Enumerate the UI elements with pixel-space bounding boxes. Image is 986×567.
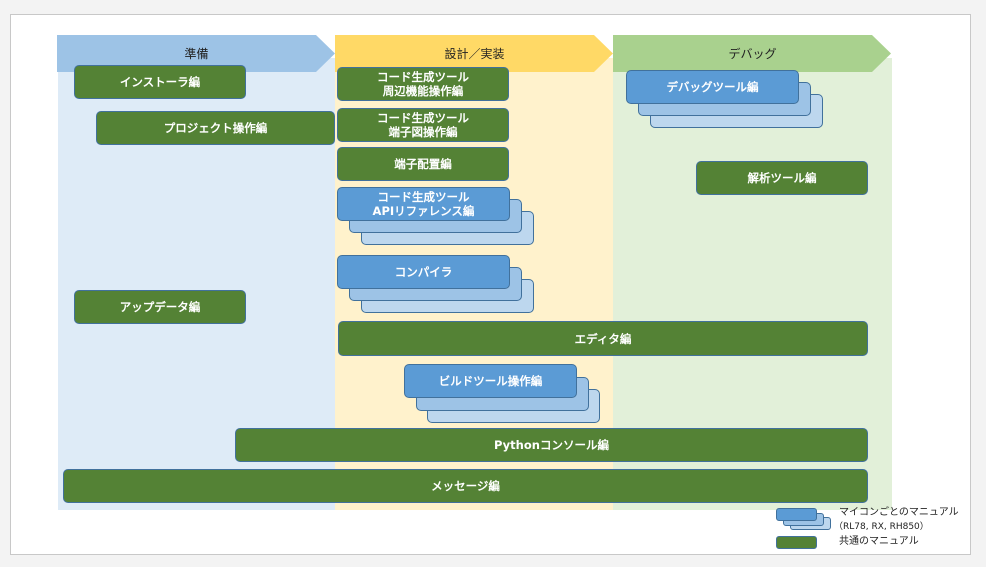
manual-installer[interactable]: インストーラ編 xyxy=(74,65,246,99)
manual-pin-configuration[interactable]: 端子配置編 xyxy=(337,147,509,181)
phase-label: デバッグ xyxy=(728,47,777,61)
legend-per-mcu-label: マイコンごとのマニュアル xyxy=(839,507,959,518)
manual-editor[interactable]: エディタ編 xyxy=(338,321,868,356)
chevron-shape xyxy=(57,35,335,72)
manual-message[interactable]: メッセージ編 xyxy=(63,469,868,503)
manual-updater[interactable]: アップデータ編 xyxy=(74,290,246,324)
manual-analysis-tool[interactable]: 解析ツール編 xyxy=(696,161,868,195)
phase-label: 準備 xyxy=(184,47,209,61)
legend-common-label: 共通のマニュアル xyxy=(839,536,919,547)
phase-design-implementation: 設計／実装 xyxy=(335,35,614,72)
manual-compiler[interactable]: コンパイラ xyxy=(337,255,510,289)
diagram-frame: 準備 設計／実装 デバッグ インストーラ編 プロジェクト操作編 アップデータ編 … xyxy=(10,14,971,555)
phase-label: 設計／実装 xyxy=(444,47,505,61)
legend-swatch-per-mcu xyxy=(776,508,817,521)
legend-swatch-common xyxy=(776,536,817,549)
manual-python-console[interactable]: Pythonコンソール編 xyxy=(235,428,868,462)
chevron-shape xyxy=(613,35,891,72)
chevron-shape xyxy=(335,35,613,72)
manual-project[interactable]: プロジェクト操作編 xyxy=(96,111,335,145)
manual-build-tool[interactable]: ビルドツール操作編 xyxy=(404,364,577,398)
manual-codegen-pin-diagram[interactable]: コード生成ツール 端子図操作編 xyxy=(337,108,509,142)
phase-debug: デバッグ xyxy=(613,35,892,72)
manual-debug-tool[interactable]: デバッグツール編 xyxy=(626,70,799,104)
manual-codegen-api-reference[interactable]: コード生成ツール APIリファレンス編 xyxy=(337,187,510,221)
legend-per-mcu-families: （RL78, RX, RH850） xyxy=(834,522,929,532)
manual-codegen-peripheral[interactable]: コード生成ツール 周辺機能操作編 xyxy=(337,67,509,101)
phase-preparation: 準備 xyxy=(57,35,336,72)
